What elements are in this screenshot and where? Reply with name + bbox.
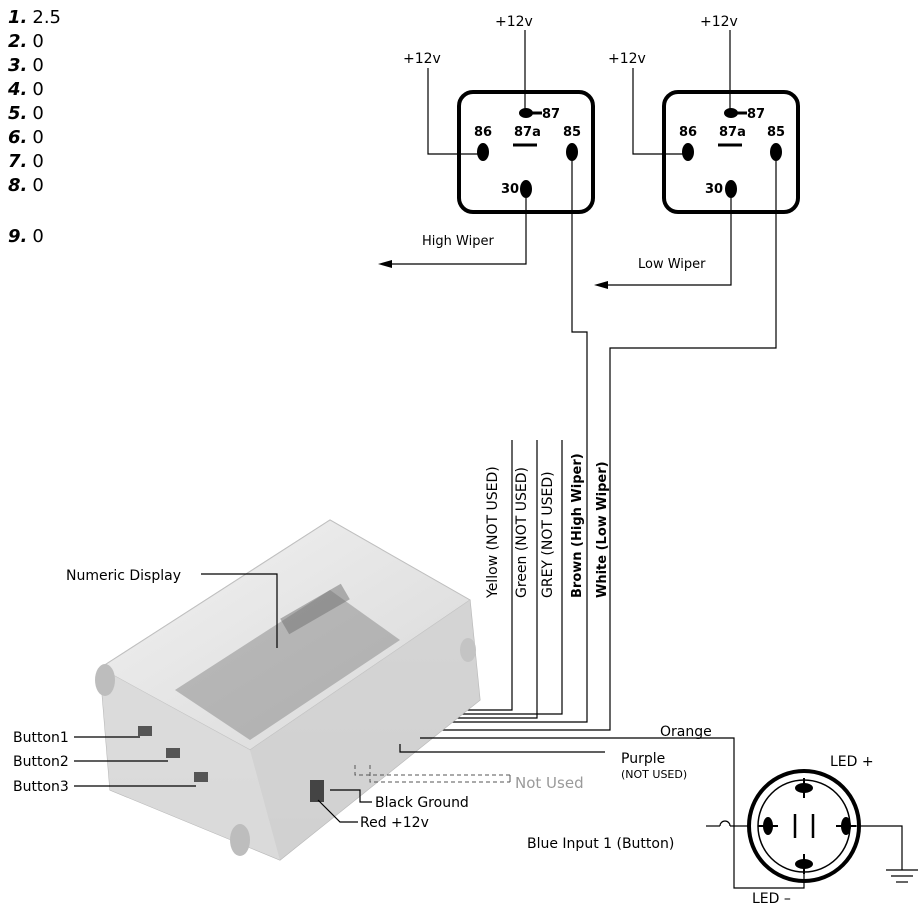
value-list: 1.2.5 2.0 3.0 4.0 5.0 6.0 7.0 8.0 9.0	[7, 7, 61, 247]
pin87-label: 87	[542, 107, 560, 122]
supply-label: +12v	[700, 14, 738, 30]
pin85-label: 85	[563, 125, 581, 140]
output-label: High Wiper	[422, 234, 494, 249]
list-item: 4.0	[7, 79, 44, 100]
supply-label: +12v	[403, 51, 441, 67]
button1-label: Button1	[13, 730, 69, 746]
black-wire-label: Black Ground	[375, 795, 469, 811]
led-minus-label: LED –	[752, 891, 791, 907]
pin30-terminal	[725, 180, 737, 198]
purple-note: (NOT USED)	[621, 768, 687, 781]
list-item: 5.0	[8, 103, 44, 124]
orange-wire-label: Orange	[660, 724, 712, 740]
pin30-label: 30	[705, 182, 723, 197]
list-item: 8.0	[8, 175, 44, 196]
brown-wire-label: Brown (High Wiper)	[570, 453, 585, 598]
pin86-label: 86	[474, 125, 492, 140]
list-item: 6.0	[8, 127, 44, 148]
led-plus-label: LED +	[830, 754, 874, 770]
led-button	[747, 769, 861, 883]
pin86-terminal	[477, 143, 489, 161]
output-label: Low Wiper	[638, 257, 706, 272]
svg-text:1.2.5: 1.2.5	[8, 7, 61, 28]
pin86-terminal	[682, 143, 694, 161]
grey-wire-label: GREY (NOT USED)	[540, 471, 556, 598]
svg-text:5.0: 5.0	[8, 103, 44, 124]
button2-label: Button2	[13, 754, 69, 770]
green-wire-label: Green (NOT USED)	[514, 467, 530, 598]
svg-text:8.0: 8.0	[8, 175, 44, 196]
pin86-label: 86	[679, 125, 697, 140]
blue-wire-label: Blue Input 1 (Button)	[527, 836, 674, 852]
white-wire	[432, 161, 777, 731]
green-wire	[440, 440, 538, 719]
pin85-terminal	[770, 143, 782, 161]
ground-icon	[856, 825, 918, 883]
svg-text:6.0: 6.0	[8, 127, 44, 148]
purple-wire	[399, 744, 605, 753]
pin85-label: 85	[767, 125, 785, 140]
supply-label: +12v	[495, 14, 533, 30]
list-item: 9.0	[8, 226, 44, 247]
svg-text:3.0: 3.0	[8, 55, 44, 76]
white-wire-label: White (Low Wiper)	[595, 461, 610, 598]
svg-text:2.0: 2.0	[8, 31, 44, 52]
svg-text:9.0: 9.0	[8, 226, 44, 247]
pin87a-label: 87a	[514, 125, 541, 140]
grey-wire	[442, 440, 563, 715]
brown-wire	[437, 161, 588, 723]
list-item: 2.0	[8, 31, 44, 52]
pin87-label: 87	[747, 107, 765, 122]
purple-wire-label: Purple	[621, 751, 665, 767]
pin30-terminal	[520, 180, 532, 198]
relay-low-wiper: +12v 87 87a +12v 86 85 30 Low Wiper	[594, 14, 800, 289]
pin85-terminal	[566, 143, 578, 161]
pin87a-label: 87a	[719, 125, 746, 140]
button3-label: Button3	[13, 779, 69, 795]
controller-module	[95, 519, 481, 861]
black-wire	[330, 789, 372, 803]
svg-text:4.0: 4.0	[7, 79, 44, 100]
pin30-label: 30	[501, 182, 519, 197]
not-used-label: Not Used	[515, 774, 584, 792]
list-item: 7.0	[8, 151, 44, 172]
list-item: 3.0	[8, 55, 44, 76]
relay-high-wiper: +12v 87 87a +12v 86 85 30 High Wiper	[378, 14, 595, 268]
red-wire	[317, 799, 358, 823]
svg-text:7.0: 7.0	[8, 151, 44, 172]
supply-label: +12v	[608, 51, 646, 67]
list-item: 1.2.5	[8, 7, 61, 28]
numeric-display-label: Numeric Display	[66, 568, 181, 584]
red-wire-label: Red +12v	[360, 815, 429, 831]
not-used-wire	[354, 765, 510, 776]
orange-wire	[420, 737, 735, 820]
yellow-wire-label: Yellow (NOT USED)	[485, 466, 501, 599]
